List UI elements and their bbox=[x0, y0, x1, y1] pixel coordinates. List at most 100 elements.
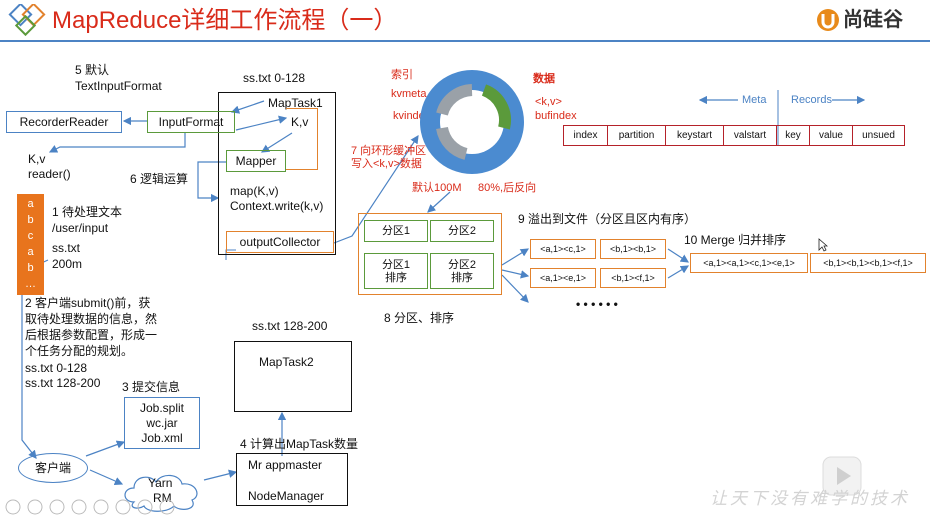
step2-line-2: 取待处理数据的信息，然 bbox=[25, 312, 158, 326]
partition-2-sorted-line1: 分区2 bbox=[447, 259, 477, 271]
file-char: b bbox=[27, 262, 34, 274]
input-format-label: InputFormat bbox=[158, 115, 224, 129]
spill-ellipsis: • • • • • • bbox=[576, 297, 618, 311]
partition-2-label: 分区2 bbox=[447, 224, 477, 237]
step9-label: 9 溢出到文件（分区且区内有序） bbox=[518, 212, 697, 226]
maptask1-split-label: ss.txt 0-128 bbox=[243, 71, 306, 85]
brand-logo-icon bbox=[816, 8, 840, 32]
kvmeta-label: kvmeta bbox=[391, 88, 427, 100]
rm-label: RM bbox=[153, 491, 172, 505]
step6-label: 6 逻辑运算 bbox=[130, 172, 189, 186]
step4-label: 4 计算出MapTask数量 bbox=[240, 437, 359, 451]
kv-type-label: <k,v> bbox=[535, 96, 562, 108]
mapper-label: Mapper bbox=[235, 154, 277, 168]
client-label: 客户端 bbox=[34, 461, 71, 475]
reader-call: reader() bbox=[28, 167, 71, 181]
split-plan-2: ss.txt 128-200 bbox=[25, 376, 101, 390]
header-rule bbox=[0, 40, 930, 42]
logo-diamond-icon bbox=[4, 2, 50, 38]
maptask1-title: MapTask1 bbox=[268, 96, 323, 110]
partition-1-sorted-line1: 分区1 bbox=[381, 259, 411, 271]
partition-1-box: 分区1 bbox=[364, 220, 428, 242]
buffer-cell: partition bbox=[608, 125, 666, 146]
output-collector-box: outputCollector bbox=[226, 231, 334, 253]
data-label: 数据 bbox=[533, 73, 555, 85]
step1-label: 1 待处理文本 bbox=[52, 205, 123, 219]
bufindex-label: bufindex bbox=[535, 110, 577, 122]
records-label: Records bbox=[791, 94, 832, 106]
brand-name: 尚硅谷 bbox=[843, 9, 903, 31]
yarn-label: Yarn bbox=[148, 476, 173, 490]
step7-line-2: 写入<k,v>数据 bbox=[351, 158, 422, 170]
job-files-box: Job.split wc.jar Job.xml bbox=[124, 397, 200, 449]
merge-a-group: <a,1><a,1><c,1><e,1> bbox=[690, 253, 808, 273]
page-title: MapReduce详细工作流程（一） bbox=[52, 7, 398, 34]
job-file-split: Job.split bbox=[139, 401, 185, 415]
default-size-label: 默认100M bbox=[412, 182, 462, 194]
appmaster-box bbox=[236, 453, 348, 506]
step1-path: /user/input bbox=[52, 221, 109, 235]
play-button[interactable] bbox=[822, 456, 862, 496]
context-write: Context.write(k,v) bbox=[230, 199, 324, 213]
mapper-bracket bbox=[286, 108, 318, 170]
spill-row2-part2: <b,1><f,1> bbox=[600, 268, 666, 288]
step5-label: 5 默认 bbox=[75, 63, 110, 77]
file-char: a bbox=[27, 198, 34, 210]
step2-line-1: 2 客户端submit()前，获 bbox=[25, 296, 151, 310]
output-collector-label: outputCollector bbox=[239, 235, 321, 249]
maptask2-split-label: ss.txt 128-200 bbox=[252, 319, 328, 333]
buffer-cell: key bbox=[777, 125, 810, 146]
partition-1-label: 分区1 bbox=[381, 224, 411, 237]
step5-format: TextInputFormat bbox=[75, 79, 162, 93]
partition-2-sorted-box: 分区2 排序 bbox=[430, 253, 494, 289]
spill-row1-part1: <a,1><c,1> bbox=[530, 239, 596, 259]
maptask2-title: MapTask2 bbox=[259, 355, 314, 369]
step1-size: 200m bbox=[52, 257, 83, 271]
file-char: a bbox=[27, 246, 34, 258]
appmaster-line2: NodeManager bbox=[248, 489, 325, 503]
watermark-slogan: 让天下没有难学的技术 bbox=[710, 489, 910, 509]
maptask2-box bbox=[234, 341, 352, 412]
merge-b-group: <b,1><b,1><b,1><f,1> bbox=[810, 253, 926, 273]
file-char: … bbox=[25, 278, 36, 290]
buffer-cell: unsued bbox=[853, 125, 905, 146]
mouse-cursor-icon bbox=[818, 238, 829, 252]
file-char: b bbox=[27, 214, 34, 226]
slide-nav-toolbar[interactable] bbox=[4, 498, 184, 516]
client-node: 客户端 bbox=[18, 453, 88, 483]
step7-line-1: 7 向环形缓冲区 bbox=[351, 145, 427, 157]
mapper-box: Mapper bbox=[226, 150, 286, 172]
step8-label: 8 分区、排序 bbox=[384, 311, 455, 325]
maptask-kv: K,v bbox=[291, 115, 309, 129]
index-label: 索引 bbox=[391, 69, 413, 81]
partition-2-sorted-line2: 排序 bbox=[451, 272, 473, 284]
step2-line-4: 个任务分配的规划。 bbox=[25, 344, 134, 358]
spill-row2-part1: <a,1><e,1> bbox=[530, 268, 596, 288]
job-file-xml: Job.xml bbox=[141, 431, 183, 445]
buffer-cell: valstart bbox=[724, 125, 777, 146]
buffer-cell: value bbox=[810, 125, 853, 146]
file-char: c bbox=[27, 230, 34, 242]
partition-1-sorted-box: 分区1 排序 bbox=[364, 253, 428, 289]
recorder-reader-box: RecorderReader bbox=[6, 111, 122, 133]
step2-line-3: 后根据参数配置，形成一 bbox=[25, 328, 158, 342]
recorder-reader-label: RecorderReader bbox=[19, 115, 109, 129]
step1-file: ss.txt bbox=[52, 241, 81, 255]
maptask1-box bbox=[218, 92, 336, 255]
partition-sort-box bbox=[358, 213, 502, 295]
step10-label: 10 Merge 归并排序 bbox=[684, 233, 787, 247]
meta-label: Meta bbox=[742, 94, 767, 106]
reverse-label: 80%,后反向 bbox=[478, 182, 537, 194]
appmaster-line1: Mr appmaster bbox=[248, 458, 323, 472]
yarn-cloud-icon bbox=[120, 468, 208, 512]
partition-1-sorted-line2: 排序 bbox=[385, 272, 407, 284]
buffer-cell: keystart bbox=[666, 125, 724, 146]
spill-row1-part2: <b,1><b,1> bbox=[600, 239, 666, 259]
reader-kv: K,v bbox=[28, 152, 46, 166]
map-call: map(K,v) bbox=[230, 184, 279, 198]
input-format-box: InputFormat bbox=[147, 111, 235, 133]
